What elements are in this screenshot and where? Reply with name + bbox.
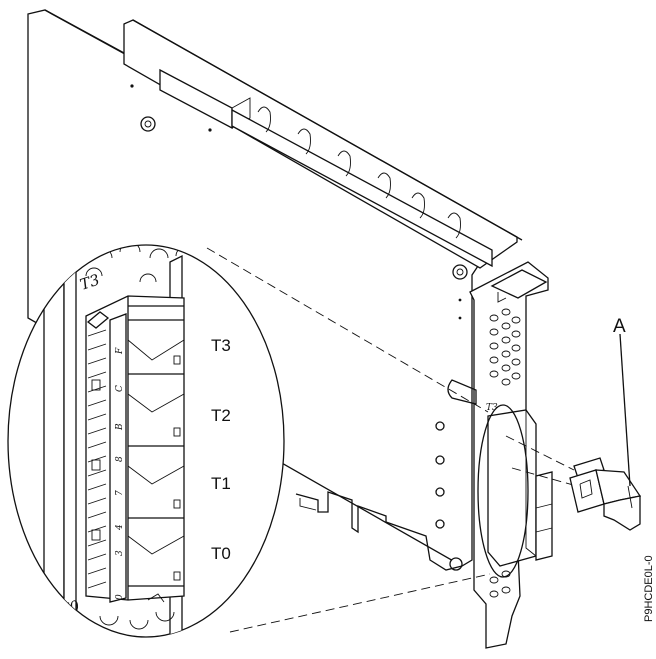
port-label-t2: T2 — [211, 406, 231, 425]
pcie-edge-connector — [295, 491, 463, 571]
indicator-dot — [435, 487, 445, 497]
magnified-detail: 0 3 4 7 8 B C F T3 T0 — [7, 244, 285, 638]
wrap-plug — [569, 333, 642, 531]
figure-code: P9HCDE0L-0 — [643, 555, 655, 622]
port-label-t0: T0 — [211, 544, 231, 563]
led-digit: 0 — [115, 594, 125, 600]
port-label-t3: T3 — [211, 336, 231, 355]
adapter-card — [27, 9, 523, 571]
led-digit-markings: 0 3 4 7 8 B C F — [115, 347, 125, 600]
bracket-top-port-marking: T3 — [78, 271, 102, 294]
led-digit: 3 — [115, 550, 125, 556]
bracket-small-port-marking: T3 — [486, 403, 498, 413]
indicator-dot — [435, 519, 445, 529]
screw-icon — [452, 264, 468, 280]
led-slots — [87, 329, 107, 589]
indicator-dot — [435, 421, 445, 431]
port-label-t1: T1 — [211, 474, 231, 493]
callout-a-label: A — [613, 316, 626, 337]
led-digit: F — [115, 347, 125, 355]
connector-clips — [257, 106, 461, 239]
screw-icon — [140, 116, 156, 132]
magnified-region-outline — [477, 404, 529, 578]
port-labels: T3 T2 T1 T0 — [211, 336, 231, 563]
tailstock-bracket: T3 — [447, 261, 553, 649]
led-digit: 7 — [115, 490, 125, 496]
led-digit: 8 — [115, 456, 125, 462]
led-digit: 4 — [115, 524, 125, 531]
indicator-dot — [435, 455, 445, 465]
led-digit: B — [115, 423, 125, 431]
bracket-vent-holes — [489, 308, 521, 598]
led-digit: C — [115, 385, 125, 392]
